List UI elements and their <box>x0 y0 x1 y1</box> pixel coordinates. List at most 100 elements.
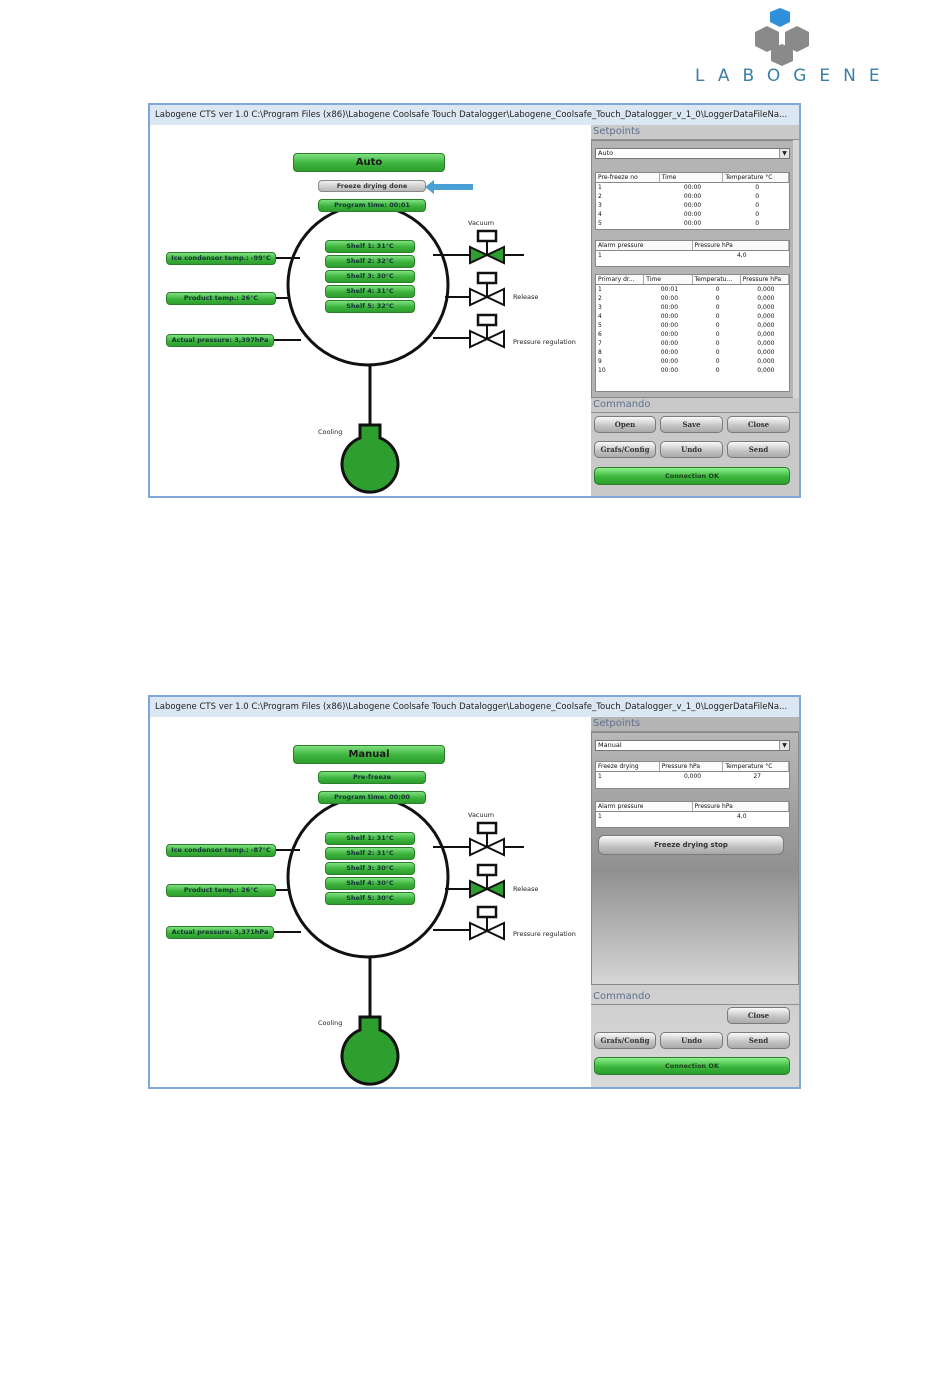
close-button[interactable]: Close <box>727 1007 790 1024</box>
program-time: Program time: 00:01 <box>318 199 426 212</box>
open-button[interactable]: Open <box>594 416 656 433</box>
connection-status-button[interactable]: Connection OK <box>594 1057 790 1075</box>
product-temp: Product temp.: 26°C <box>166 292 276 305</box>
mode-select[interactable]: Auto ▼ <box>595 148 790 159</box>
vacuum-label: Vacuum <box>468 811 495 819</box>
column-header[interactable]: Pressure hPa <box>741 275 789 284</box>
column-header[interactable]: Temperatu... <box>693 275 741 284</box>
column-header[interactable]: Freeze drying <box>596 762 660 771</box>
shelf-1-temp: Shelf 1: 31°C <box>325 240 415 253</box>
shelf-4-temp: Shelf 4: 31°C <box>325 285 415 298</box>
column-header[interactable]: Temperature °C <box>723 762 789 771</box>
table-cell: 1 <box>598 773 602 780</box>
scrollbar[interactable] <box>793 140 799 398</box>
table-cell: 0 <box>715 322 720 329</box>
column-header[interactable]: Pressure hPa <box>693 241 789 250</box>
table-cell: 27 <box>753 773 761 780</box>
column-header[interactable]: Pressure hPa <box>660 762 724 771</box>
shelf-1-temp: Shelf 1: 31°C <box>325 832 415 845</box>
grafs-config-button[interactable]: Grafs/Config <box>594 441 656 458</box>
table-cell: 0 <box>755 193 760 200</box>
table-cell: 9 <box>598 358 602 365</box>
chevron-down-icon[interactable]: ▼ <box>779 741 789 750</box>
table-cell: 4,0 <box>736 813 747 820</box>
connection-status-button[interactable]: Connection OK <box>594 467 790 485</box>
column-header[interactable]: Pre-freeze no <box>596 173 660 182</box>
cooling-label: Cooling <box>318 1019 343 1027</box>
column-header[interactable]: Time <box>644 275 693 284</box>
table-cell: 00:00 <box>683 211 702 218</box>
undo-button[interactable]: Undo <box>660 1032 723 1049</box>
grafs-config-button[interactable]: Grafs/Config <box>594 1032 656 1049</box>
shelf-2-temp: Shelf 2: 31°C <box>325 847 415 860</box>
app-window-manual: Labogene CTS ver 1.0 C:\Program Files (x… <box>148 695 801 1089</box>
table-cell: 0,000 <box>757 358 775 365</box>
column-header[interactable]: Alarm pressure <box>596 802 693 811</box>
window-title: Labogene CTS ver 1.0 C:\Program Files (x… <box>150 697 799 718</box>
column-header[interactable]: Pressure hPa <box>693 802 789 811</box>
table-cell: 00:00 <box>660 340 679 347</box>
undo-button[interactable]: Undo <box>660 441 723 458</box>
send-button[interactable]: Send <box>727 441 790 458</box>
table-cell: 6 <box>598 331 602 338</box>
table-cell: 1 <box>598 286 602 293</box>
send-button[interactable]: Send <box>727 1032 790 1049</box>
table-cell: 00:00 <box>660 304 679 311</box>
table-cell: 3 <box>598 304 602 311</box>
cooling-unit-icon <box>340 423 400 494</box>
table-cell: 0,000 <box>757 313 775 320</box>
table-cell: 0,000 <box>757 331 775 338</box>
mode-select[interactable]: Manual ▼ <box>595 740 790 751</box>
column-header[interactable]: Primary dr... <box>596 275 645 284</box>
release-label: Release <box>513 293 539 301</box>
column-header[interactable]: Time <box>660 173 724 182</box>
labogene-logo: LABOGENE <box>695 6 895 88</box>
table-cell: 1 <box>598 252 602 259</box>
chevron-down-icon[interactable]: ▼ <box>779 149 789 158</box>
shelf-5-temp: Shelf 5: 30°C <box>325 892 415 905</box>
table-cell: 10 <box>598 367 606 374</box>
table-cell: 00:00 <box>683 184 702 191</box>
save-button[interactable]: Save <box>660 416 723 433</box>
freeze-drying-stop-button[interactable]: Freeze drying stop <box>598 835 784 855</box>
commando-title: Commando <box>593 991 651 1002</box>
column-header[interactable]: Alarm pressure <box>596 241 693 250</box>
table-cell: 00:00 <box>660 295 679 302</box>
column-header[interactable]: Temperature °C <box>723 173 789 182</box>
pressure-regulation-valve-icon <box>469 313 505 349</box>
table-cell: 2 <box>598 295 602 302</box>
close-button[interactable]: Close <box>727 416 790 433</box>
status-indicator: Freeze drying done <box>318 180 426 192</box>
table-cell: 8 <box>598 349 602 356</box>
